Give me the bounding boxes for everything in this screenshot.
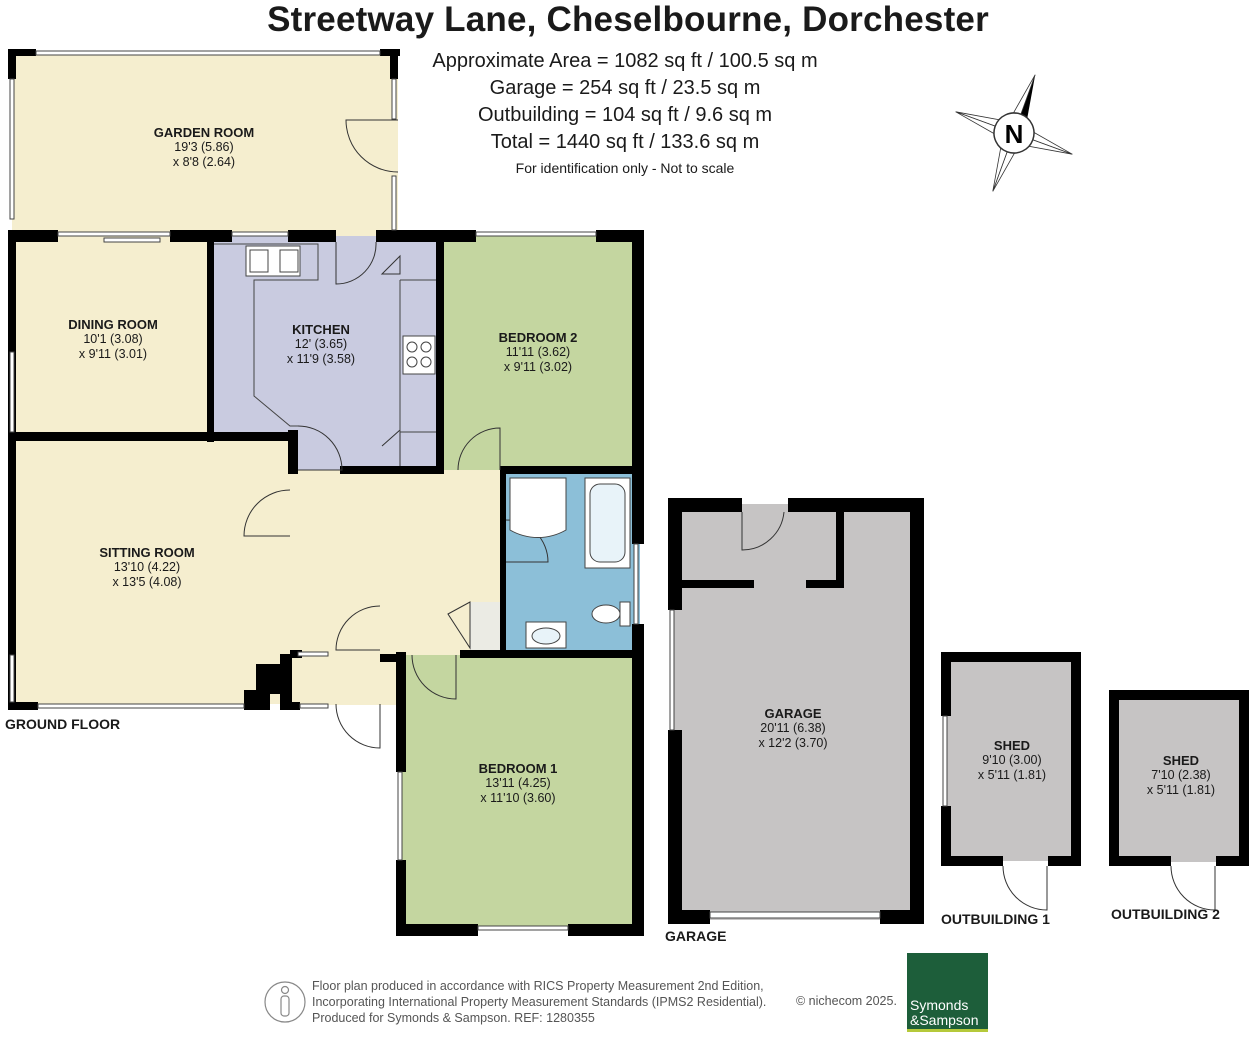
footer-line-2: Incorporating International Property Mea… [312, 995, 767, 1009]
floor-label-ground: GROUND FLOOR [5, 716, 121, 732]
shed-1-fill [945, 656, 1077, 861]
logo-line-1: Symonds [910, 997, 969, 1013]
dining-room-fill [12, 236, 212, 436]
copyright: © nichecom 2025. [796, 994, 897, 1008]
bedroom-1-fill [402, 655, 638, 930]
outbuilding-area: Outbuilding = 104 sq ft / 9.6 sq m [477, 104, 773, 126]
floor-label-garage: GARAGE [665, 928, 727, 944]
hallway-fill [290, 470, 502, 655]
porch-fill [290, 655, 396, 705]
bedroom-2-fill [440, 236, 640, 470]
garage-area: Garage = 254 sq ft / 23.5 sq m [489, 77, 761, 99]
approx-area: Approximate Area = 1082 sq ft / 100.5 sq… [432, 50, 818, 72]
bathroom-fixtures [509, 477, 631, 649]
compass-letter: N [1005, 119, 1024, 149]
footer-text: Floor plan produced in accordance with R… [312, 978, 766, 1026]
floor-label-outbuilding-2: OUTBUILDING 2 [1111, 906, 1220, 922]
sitting-room-fill [12, 436, 290, 704]
floor-label-outbuilding-1: OUTBUILDING 1 [941, 911, 1050, 927]
compass-rose [955, 74, 1073, 192]
windows [9, 50, 948, 931]
garden-room-fill [12, 52, 398, 236]
property-title: Streetway Lane, Cheselbourne, Dorchester [267, 0, 989, 39]
door-swings [243, 119, 1216, 911]
person-icon [264, 981, 306, 1023]
footer-line-3: Produced for Symonds & Sampson. REF: 128… [312, 1011, 595, 1025]
garage-fill [672, 504, 920, 920]
disclaimer: For identification only - Not to scale [515, 160, 735, 176]
brand-logo: Symonds &Sampson [907, 953, 988, 1032]
logo-line-2: &Sampson [910, 1012, 979, 1028]
logo-bar [907, 1029, 988, 1032]
shed-2-fill [1113, 694, 1245, 862]
walls [8, 49, 1249, 936]
kitchen-fixtures [214, 243, 436, 433]
total-area: Total = 1440 sq ft / 133.6 sq m [490, 131, 760, 153]
footer-line-1: Floor plan produced in accordance with R… [312, 979, 764, 993]
